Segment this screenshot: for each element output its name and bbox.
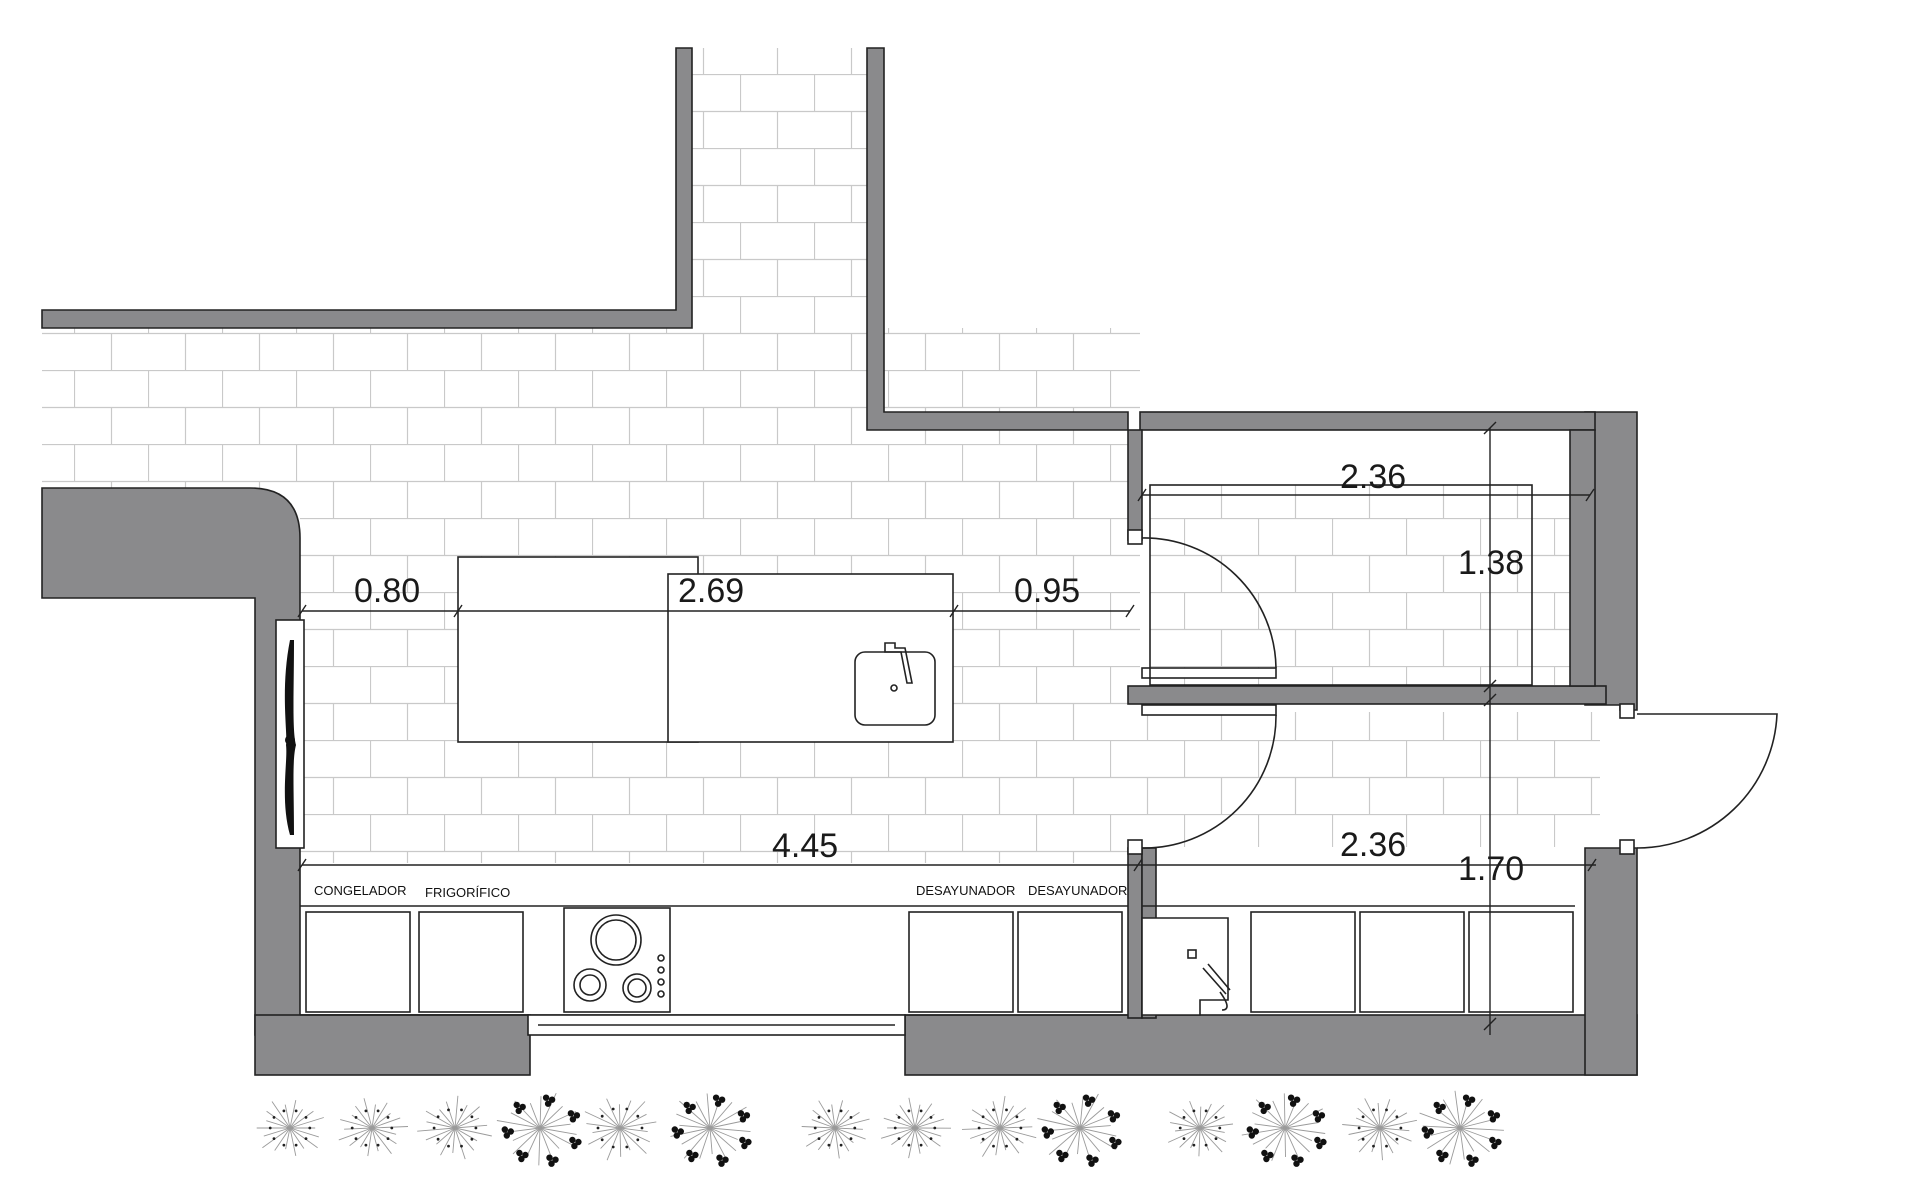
door-swing-exterior bbox=[1619, 703, 1778, 855]
label-desayunador-1: DESAYUNADOR bbox=[916, 883, 1015, 898]
shrubs-row bbox=[256, 1090, 1504, 1167]
sink-icon bbox=[854, 642, 936, 726]
burner-large bbox=[590, 914, 642, 966]
label-desayunador-2: DESAYUNADOR bbox=[1028, 883, 1127, 898]
dimension-236-bottom: 2.36 bbox=[1340, 826, 1406, 864]
label-frigorifico: FRIGORÍFICO bbox=[425, 885, 510, 900]
door-swing-icon bbox=[1127, 529, 1277, 679]
shrub-icon bbox=[417, 1095, 492, 1160]
wall-bottom-left bbox=[254, 1014, 531, 1076]
cabinet-desayunador-1 bbox=[908, 911, 1014, 1013]
cabinet-laundry-3 bbox=[1468, 911, 1574, 1013]
wall-left-corridor-upper bbox=[41, 47, 693, 329]
wall-right-outer-lower bbox=[1584, 847, 1638, 1076]
shrub-icon bbox=[1037, 1093, 1122, 1167]
dimension-lines bbox=[297, 421, 1597, 1035]
burner-large-inner bbox=[595, 919, 637, 961]
corridor-vertical-floor bbox=[692, 48, 867, 328]
cabinet-laundry-2 bbox=[1359, 911, 1465, 1013]
label-congelador: CONGELADOR bbox=[314, 883, 406, 898]
dimension-445: 4.45 bbox=[772, 827, 838, 865]
cabinet-desayunador-2 bbox=[1017, 911, 1123, 1013]
shrub-icon bbox=[1419, 1090, 1504, 1167]
shrub-icon bbox=[338, 1098, 409, 1157]
wall-pantry-right bbox=[1569, 429, 1596, 687]
knob-2 bbox=[657, 966, 665, 974]
island-table bbox=[457, 556, 699, 743]
shrub-icon bbox=[584, 1098, 657, 1161]
shrub-icon bbox=[801, 1100, 870, 1159]
shrub-icon bbox=[256, 1100, 324, 1156]
counter-run bbox=[300, 905, 1575, 1036]
kitchen-island bbox=[457, 556, 954, 743]
knob-4 bbox=[657, 990, 665, 998]
wall-mid-upper-stub bbox=[1127, 429, 1143, 541]
shrub-icon bbox=[961, 1095, 1037, 1157]
shrub-icon bbox=[880, 1097, 952, 1159]
shrub-icon bbox=[1168, 1100, 1234, 1157]
dimension-269: 2.69 bbox=[678, 572, 744, 610]
dimension-095: 0.95 bbox=[1014, 572, 1080, 610]
cabinet-laundry-1 bbox=[1250, 911, 1356, 1013]
dimension-236-top: 2.36 bbox=[1340, 458, 1406, 496]
washbasin-icon bbox=[1141, 917, 1231, 1016]
burner-small-right bbox=[622, 973, 652, 1003]
burner-small-right-inner bbox=[627, 978, 647, 998]
floor-tiles bbox=[42, 48, 1600, 863]
laundry-floor bbox=[1140, 712, 1600, 847]
pantry-floor bbox=[1150, 485, 1574, 685]
wall-right-corridor-upper bbox=[866, 47, 1129, 431]
door-swing-lower bbox=[1127, 704, 1277, 855]
shrub-icon bbox=[1342, 1098, 1417, 1161]
island-counter bbox=[667, 573, 954, 743]
pantry-shelf bbox=[1149, 484, 1533, 686]
cabinet-frigorifico bbox=[418, 911, 524, 1013]
shrub-icon bbox=[1241, 1093, 1327, 1167]
wall-mid-lower-stub bbox=[1127, 847, 1143, 1019]
wall-pantry-top bbox=[1139, 411, 1596, 431]
dimension-080: 0.80 bbox=[354, 572, 420, 610]
burner-small-left bbox=[573, 968, 607, 1002]
wall-bottom-right bbox=[904, 1014, 1638, 1076]
knob-1 bbox=[657, 954, 665, 962]
doors bbox=[1127, 529, 1778, 855]
dimension-170: 1.70 bbox=[1458, 850, 1524, 888]
shrub-icon bbox=[496, 1093, 582, 1167]
cabinet-congelador bbox=[305, 911, 411, 1013]
knob-3 bbox=[657, 978, 665, 986]
burner-small-left-inner bbox=[579, 974, 601, 996]
dimension-138: 1.38 bbox=[1458, 544, 1524, 582]
wall-divider-pantry bbox=[1127, 685, 1607, 705]
window-left bbox=[275, 619, 305, 849]
shrub-icon bbox=[670, 1093, 752, 1167]
